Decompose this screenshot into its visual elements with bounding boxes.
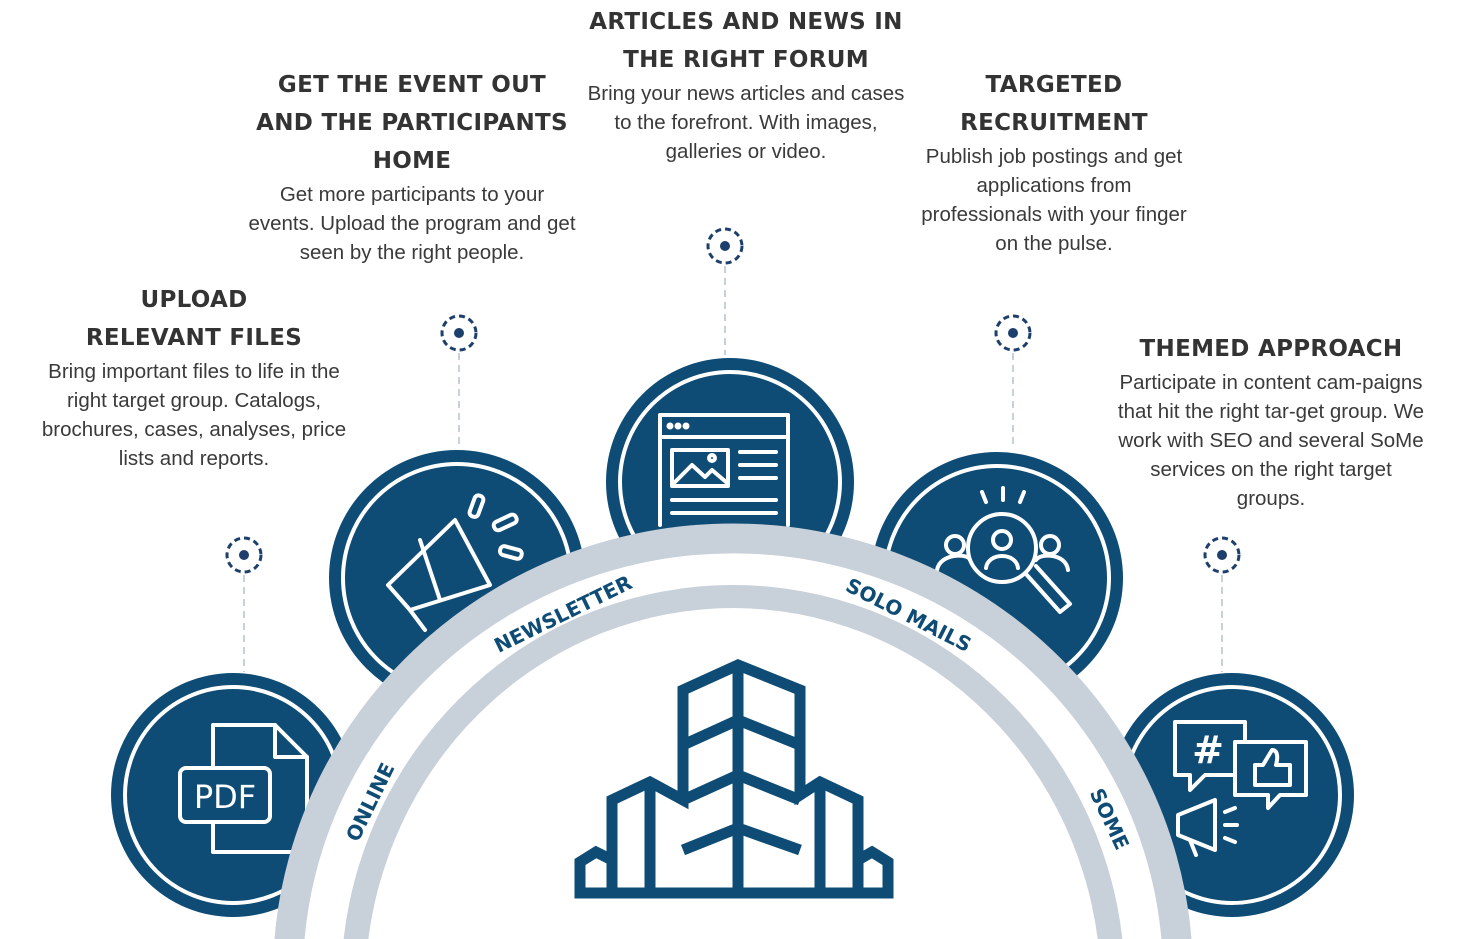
recruitment-search-icon [935, 486, 1072, 614]
feature-description: Get more participants to your events. Up… [248, 183, 576, 264]
feature-description: Publish job postings and get application… [921, 145, 1187, 255]
target-dot-articles [706, 227, 744, 265]
feature-title: THEMED APPROACH [1139, 336, 1403, 362]
target-dot-upload [225, 536, 263, 574]
office-building-icon [574, 659, 894, 899]
article-webpage-icon [658, 413, 790, 527]
target-dot-recruitment [994, 314, 1032, 352]
feature-description: Bring important files to life in the rig… [41, 360, 347, 470]
social-media-icon: # [1173, 720, 1308, 857]
feature-themed: THEMED APPROACH Participate in content c… [1114, 330, 1429, 513]
target-dot-event [440, 314, 478, 352]
svg-text:PDF: PDF [194, 778, 256, 816]
megaphone-icon [386, 493, 524, 632]
svg-text:#: # [1192, 728, 1224, 772]
target-dot-themed [1203, 536, 1241, 574]
pdf-file-icon: PDF [178, 723, 309, 854]
connector-lines [243, 266, 1223, 672]
feature-description: Bring your news articles and cases to th… [587, 82, 905, 163]
feature-description: Participate in content cam-paigns that h… [1117, 371, 1425, 510]
